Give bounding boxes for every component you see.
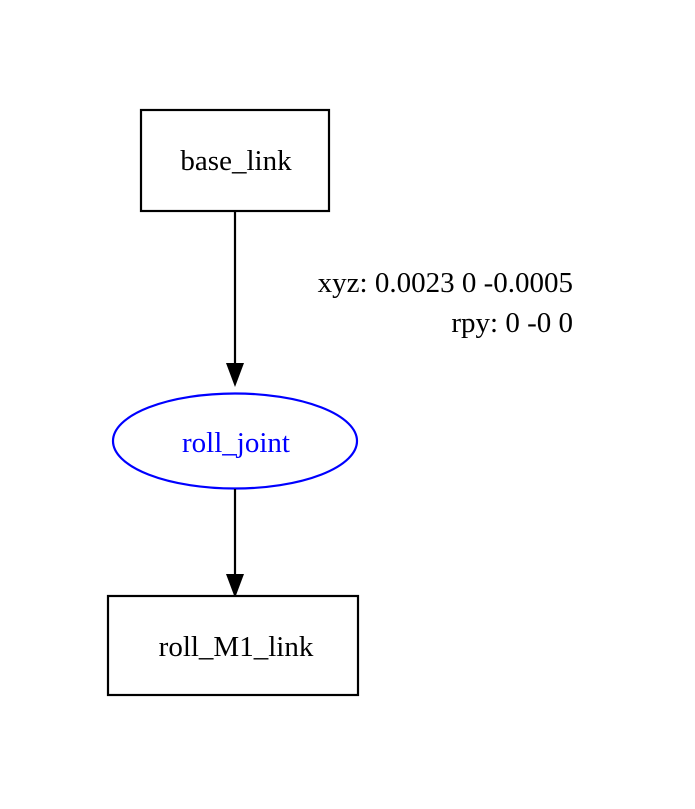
node-base_link[interactable]: base_link — [139, 108, 331, 213]
node-roll_M1_link-box[interactable] — [106, 594, 360, 697]
edge-label-line-xyz: xyz: 0.0023 0 -0.0005 — [318, 267, 573, 299]
node-roll_joint[interactable]: roll_joint — [111, 392, 359, 490]
node-roll_joint-ellipse[interactable] — [111, 392, 359, 490]
node-roll_M1_link[interactable]: roll_M1_link — [106, 594, 360, 697]
edge-roll_joint-to-roll_M1_link — [226, 489, 244, 598]
node-base_link-box[interactable] — [139, 108, 331, 213]
node-roll_joint-label: roll_joint — [182, 427, 290, 459]
node-roll_M1_link-label: roll_M1_link — [159, 631, 314, 663]
node-base_link-label: base_link — [180, 145, 292, 177]
edge-label-base_link-roll_joint: xyz: 0.0023 0 -0.0005 rpy: 0 -0 0 — [318, 267, 573, 339]
edge-base_link-to-roll_joint — [226, 211, 244, 387]
arrowhead-icon-roll_joint-roll_M1_link — [226, 574, 244, 598]
arrowhead-icon-base_link-roll_joint — [226, 363, 244, 387]
edge-label-line-rpy: rpy: 0 -0 0 — [451, 307, 573, 339]
